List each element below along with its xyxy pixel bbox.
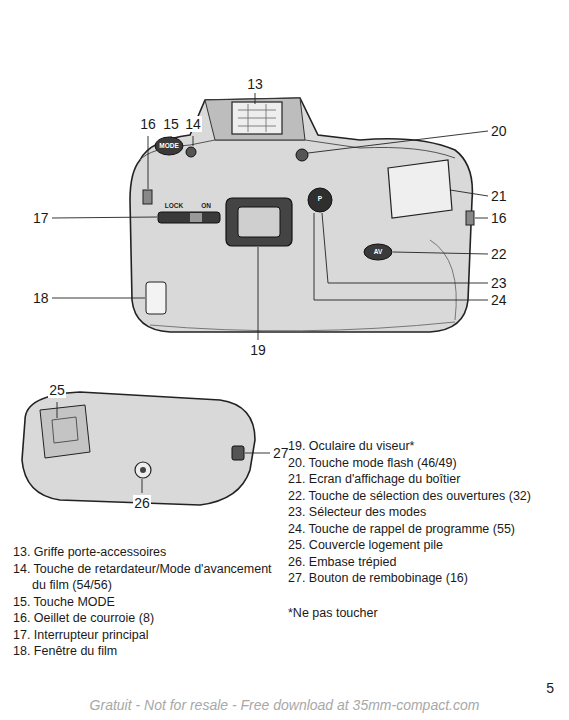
switch-marking: ON xyxy=(201,202,211,209)
tripod-socket xyxy=(135,462,151,478)
callout-number: 16 xyxy=(490,210,508,226)
part-list-entry: 24. Touche de rappel de programme (55) xyxy=(288,521,560,538)
body-base xyxy=(150,322,455,331)
hot-shoe-contacts xyxy=(238,104,276,132)
part-list-entry: 23. Sélecteur des modes xyxy=(288,504,560,521)
tripod-thread xyxy=(140,467,146,473)
camera-body xyxy=(130,98,472,332)
button-marking: MODE xyxy=(159,142,179,149)
callout-number: 19 xyxy=(249,342,267,358)
grip-edge xyxy=(430,240,456,320)
callout-number: 17 xyxy=(32,210,50,226)
dial-marking: P xyxy=(318,195,322,202)
part-list-entry: 19. Oculaire du viseur* xyxy=(288,438,560,455)
rewind-button xyxy=(232,446,244,460)
part-list-entry: 27. Bouton de rembobinage (16) xyxy=(288,570,560,587)
part-list-entry: 22. Touche de sélection des ouvertures (… xyxy=(288,488,560,505)
part-list-entry: 13. Griffe porte-accessoires xyxy=(13,544,281,561)
callout-number: 27 xyxy=(272,445,290,461)
switch-slider xyxy=(190,213,202,222)
button-marking: AV xyxy=(374,248,383,255)
part-list-entry: 15. Touche MODE xyxy=(13,594,281,611)
mode-dial xyxy=(308,188,332,212)
callout-number: 20 xyxy=(490,123,508,139)
body-edge xyxy=(140,140,455,160)
film-window xyxy=(146,282,166,314)
leader-lines xyxy=(52,93,488,493)
eyepiece-glass xyxy=(238,207,280,237)
av-button xyxy=(364,244,392,260)
mode-button xyxy=(155,137,183,155)
part-list-entry: 20. Touche mode flash (46/49) xyxy=(288,455,560,472)
watermark: Gratuit - Not for resale - Free download… xyxy=(90,697,480,713)
page-number: 5 xyxy=(546,680,554,696)
camera-bottom xyxy=(22,392,255,505)
part-list-entry: 18. Fenêtre du film xyxy=(13,643,281,660)
main-switch xyxy=(158,212,220,223)
callout-number: 18 xyxy=(32,290,50,306)
part-list-entry: 17. Interrupteur principal xyxy=(13,627,281,644)
part-list-entry: 14. Touche de retardateur/Mode d'avancem… xyxy=(13,561,281,594)
footnote: *Ne pas toucher xyxy=(288,605,560,622)
callout-number: 24 xyxy=(490,292,508,308)
part-list-entry: 25. Couvercle logement pile xyxy=(288,537,560,554)
callout-number: 23 xyxy=(490,275,508,291)
callout-number: 21 xyxy=(490,188,508,204)
callout-number: 26 xyxy=(133,495,151,511)
switch-marking: LOCK xyxy=(165,202,183,209)
battery-cover xyxy=(40,405,90,458)
callout-number: 14 xyxy=(184,116,202,132)
strap-eyelet xyxy=(143,190,152,204)
lcd-panel xyxy=(388,160,452,218)
flash-button xyxy=(296,149,308,161)
strap-eyelet xyxy=(466,211,474,225)
callout-number: 15 xyxy=(162,116,180,132)
part-list-entry: 26. Embase trépied xyxy=(288,554,560,571)
callout-number: 22 xyxy=(490,246,508,262)
part-list-entry: 16. Oeillet de courroie (8) xyxy=(13,610,281,627)
battery-cover-latch xyxy=(52,417,78,443)
part-list-entry: 21. Ecran d'affichage du boîtier xyxy=(288,471,560,488)
callout-number: 25 xyxy=(48,382,66,398)
hot-shoe xyxy=(232,102,282,134)
self-timer-button xyxy=(186,147,196,157)
eyepiece xyxy=(226,198,292,246)
callout-number: 16 xyxy=(139,116,157,132)
callout-number: 13 xyxy=(246,76,264,92)
prism xyxy=(205,98,305,140)
